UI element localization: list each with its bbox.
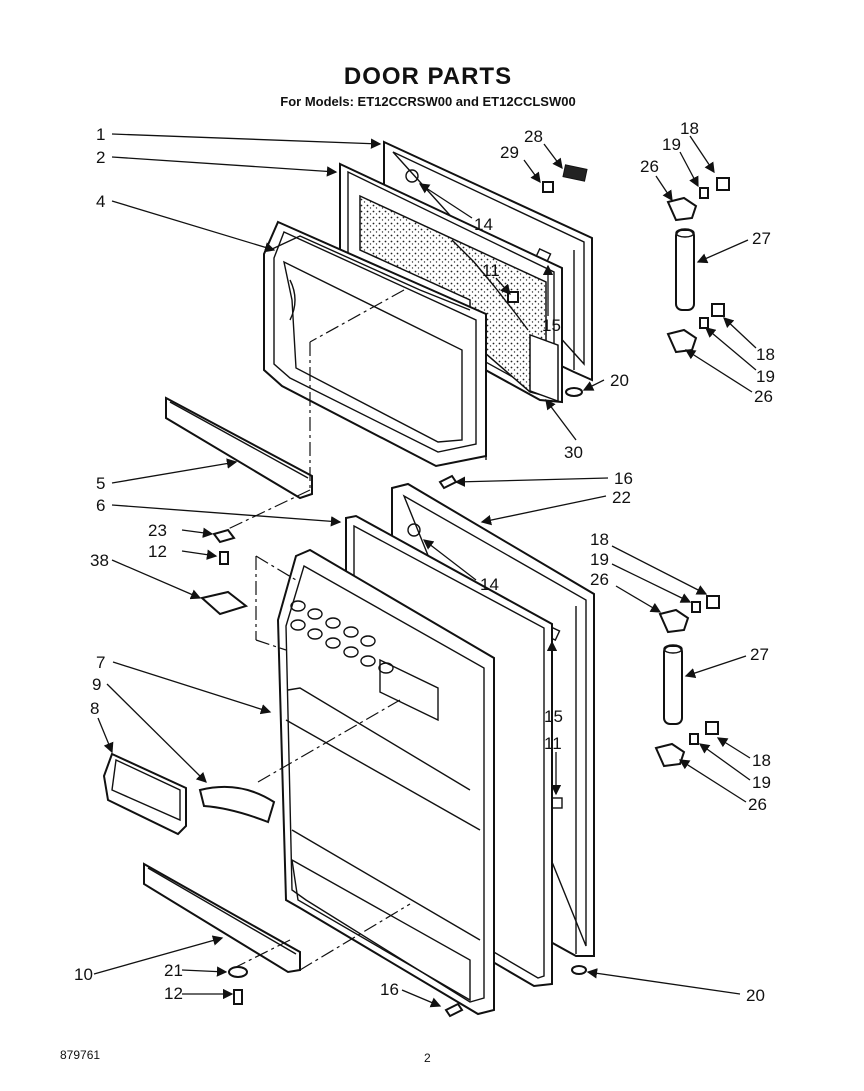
callout-11-upper: 11 bbox=[482, 261, 500, 280]
page-subtitle: For Models: ET12CCRSW00 and ET12CCLSW00 bbox=[280, 94, 575, 109]
callout-27-a: 27 bbox=[752, 229, 771, 248]
callout-12-upper: 12 bbox=[148, 542, 167, 561]
callout-16-lower: 16 bbox=[380, 980, 399, 999]
callout-26-c: 26 bbox=[590, 570, 609, 589]
callout-2: 2 bbox=[96, 148, 105, 167]
callout-1: 1 bbox=[96, 125, 105, 144]
callout-9: 9 bbox=[92, 675, 101, 694]
callout-15-upper: 15 bbox=[542, 316, 561, 335]
callout-23: 23 bbox=[148, 521, 167, 540]
model-card bbox=[199, 590, 249, 616]
callout-19-b: 19 bbox=[756, 367, 775, 386]
callout-6: 6 bbox=[96, 496, 105, 515]
diagram-number: 879761 bbox=[60, 1048, 100, 1062]
callout-26-a: 26 bbox=[640, 157, 659, 176]
callout-22: 22 bbox=[612, 488, 631, 507]
callout-18-d: 18 bbox=[752, 751, 771, 770]
callout-20-upper: 20 bbox=[610, 371, 629, 390]
callout-16-upper: 16 bbox=[614, 469, 633, 488]
fresh-food-hardware bbox=[212, 528, 464, 1018]
callout-11-lower: 11 bbox=[544, 734, 562, 753]
callout-18-a: 18 bbox=[680, 119, 699, 138]
callout-38: 38 bbox=[90, 551, 109, 570]
callout-14-upper: 14 bbox=[474, 215, 493, 234]
assembly-dash-lines bbox=[225, 289, 411, 971]
lower-hinge-assembly bbox=[654, 595, 720, 768]
callout-18-b: 18 bbox=[756, 345, 775, 364]
callout-12-lower: 12 bbox=[164, 984, 183, 1003]
callout-21: 21 bbox=[164, 961, 183, 980]
door-bin bbox=[102, 752, 187, 836]
callout-8: 8 bbox=[90, 699, 99, 718]
callout-19-c: 19 bbox=[590, 550, 609, 569]
freezer-insulation bbox=[359, 194, 559, 403]
callout-27-b: 27 bbox=[750, 645, 769, 664]
callout-26-d: 26 bbox=[748, 795, 767, 814]
lower-shelf-bar bbox=[143, 862, 301, 974]
callout-19-d: 19 bbox=[752, 773, 771, 792]
callout-18-c: 18 bbox=[590, 530, 609, 549]
callout-10: 10 bbox=[74, 965, 93, 984]
page-title: DOOR PARTS bbox=[344, 63, 512, 90]
callout-4: 4 bbox=[96, 192, 105, 211]
freezer-door-liner bbox=[263, 220, 487, 468]
freezer-shelf-bar bbox=[165, 396, 313, 500]
leader-lines bbox=[93, 133, 757, 1008]
callout-19-a: 19 bbox=[662, 135, 681, 154]
callout-15-lower: 15 bbox=[544, 707, 563, 726]
upper-hinge-assembly bbox=[666, 177, 730, 354]
callout-5: 5 bbox=[96, 474, 105, 493]
callout-labels: 1 2 4 5 6 23 12 38 7 9 8 10 21 12 16 28 … bbox=[74, 119, 775, 1005]
callout-30: 30 bbox=[564, 443, 583, 462]
callout-20-lower: 20 bbox=[746, 986, 765, 1005]
fresh-food-door-liner bbox=[276, 548, 495, 1016]
callout-26-b: 26 bbox=[754, 387, 773, 406]
callout-14-lower: 14 bbox=[480, 575, 499, 594]
callout-7: 7 bbox=[96, 653, 105, 672]
callout-29: 29 bbox=[500, 143, 519, 162]
callout-28: 28 bbox=[524, 127, 543, 146]
page-number: 2 bbox=[424, 1051, 431, 1065]
small-bin bbox=[198, 785, 276, 824]
